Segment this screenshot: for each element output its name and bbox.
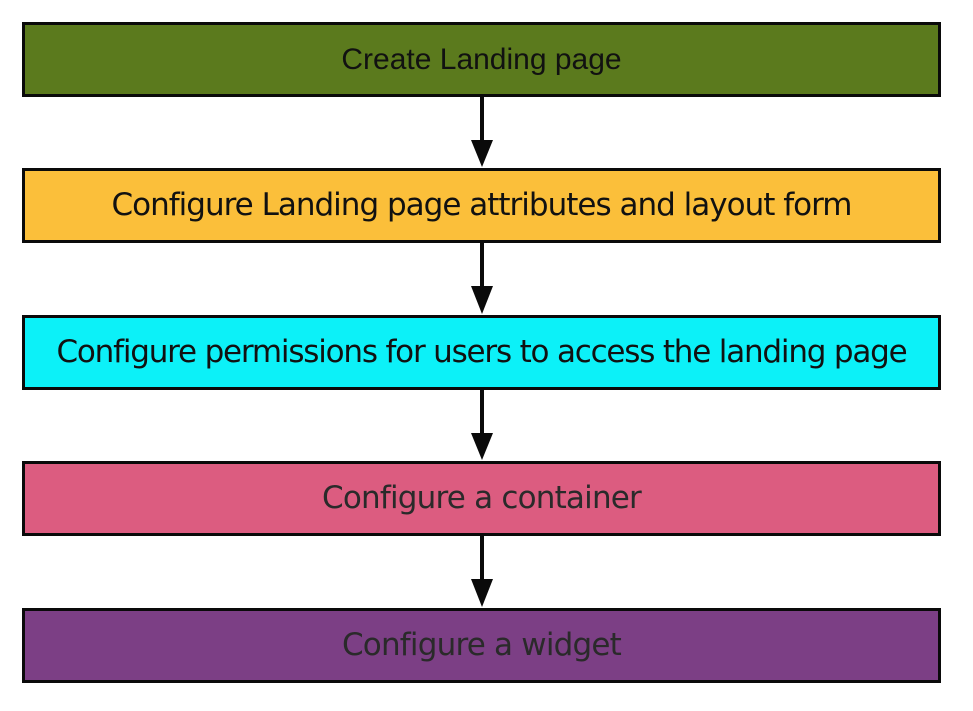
step-label: Configure Landing page attributes and la…	[111, 187, 852, 223]
step-configure-widget: Configure a widget	[22, 608, 941, 683]
arrow-4-to-5	[471, 536, 493, 607]
step-configure-attributes-layout: Configure Landing page attributes and la…	[22, 168, 941, 243]
step-create-landing-page: Create Landing page	[22, 22, 941, 97]
arrow-2-to-3	[471, 243, 493, 314]
step-configure-container: Configure a container	[22, 461, 941, 536]
step-label: Configure a container	[321, 480, 642, 516]
arrow-1-to-2	[471, 97, 493, 167]
step-label: Create Landing page	[341, 42, 622, 76]
arrow-3-to-4	[471, 390, 493, 460]
step-label: Configure permissions for users to acces…	[56, 334, 907, 370]
step-label: Configure a widget	[341, 627, 622, 663]
step-configure-permissions: Configure permissions for users to acces…	[22, 315, 941, 390]
